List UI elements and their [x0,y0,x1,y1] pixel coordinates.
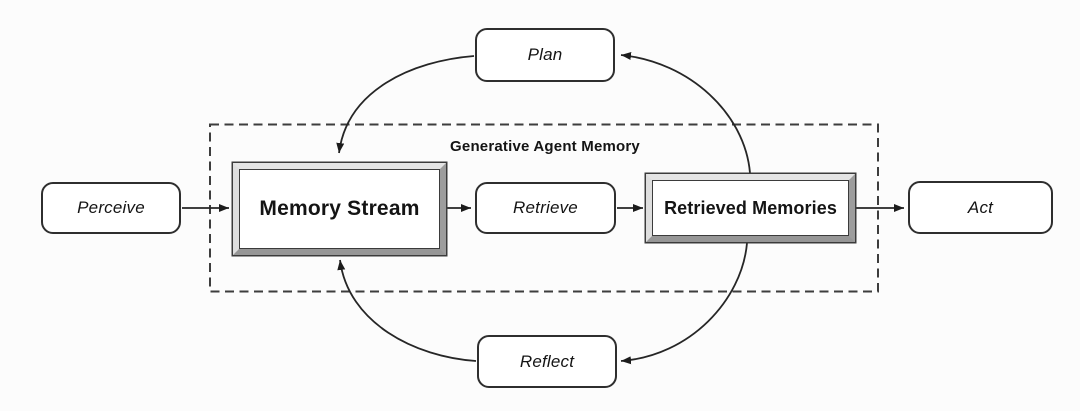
node-memory-stream-label: Memory Stream [259,197,420,220]
arrow-retrieved-memories-to-plan [620,52,751,174]
node-perceive-label: Perceive [77,198,145,217]
node-act-label: Act [967,197,994,217]
node-memory-stream: Memory Stream [233,163,446,255]
node-plan-label: Plan [527,45,563,64]
arrow-retrieved-memories-to-reflect [620,242,748,365]
arrow-reflect-to-memory-stream [337,259,477,362]
node-retrieved-memories-label: Retrieved Memories [664,197,837,218]
node-retrieve: Retrieve [475,182,616,234]
node-retrieved-memories: Retrieved Memories [646,174,855,242]
node-perceive: Perceive [41,182,181,234]
arrow-plan-to-memory-stream [336,55,475,154]
node-act: Act [908,181,1053,234]
node-reflect-label: Reflect [519,351,575,371]
node-retrieve-label: Retrieve [513,198,578,217]
memory-container-title: Generative Agent Memory [450,138,640,155]
node-plan: Plan [475,28,615,82]
node-reflect: Reflect [477,335,617,388]
